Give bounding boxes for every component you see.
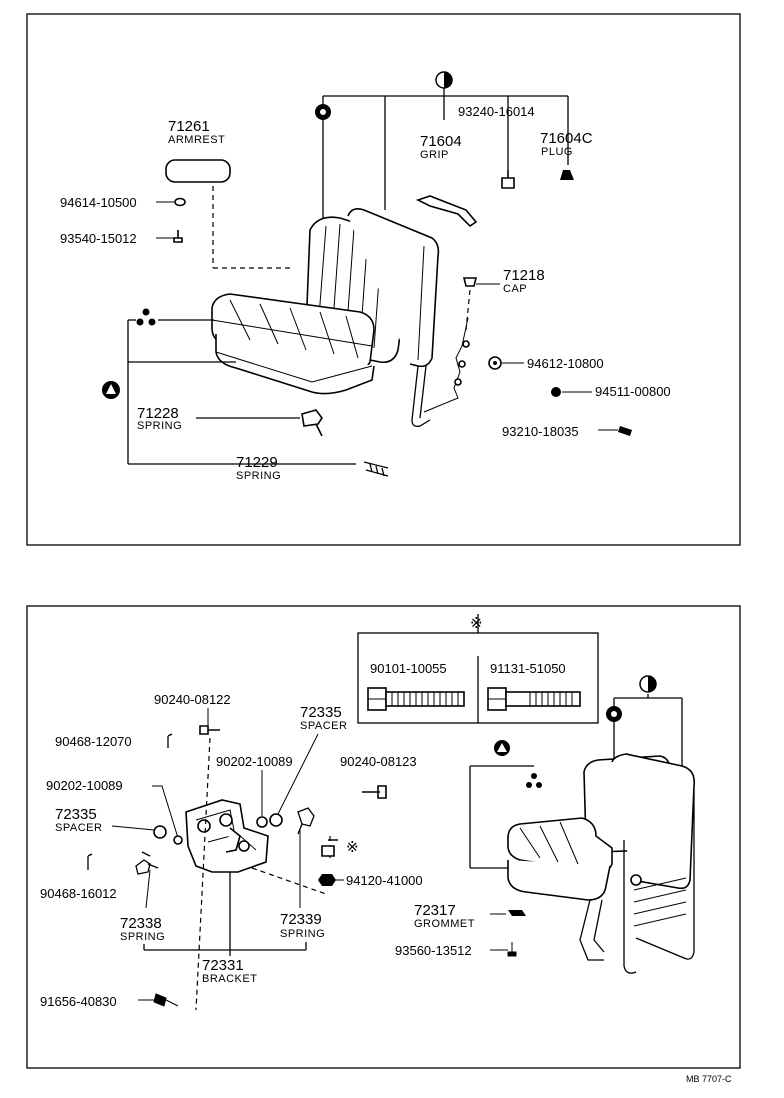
screw-b-part [173, 230, 183, 243]
spring-a-part [301, 409, 323, 437]
table-col2-number: 91131-51050 [490, 661, 566, 676]
nut-b-number: 94511-00800 [595, 384, 671, 399]
cluster-symbol [136, 308, 156, 326]
screw-a-number: 93240-16014 [458, 104, 535, 119]
nut-1-part [318, 874, 336, 886]
pin-2-part [87, 853, 93, 870]
spring-a-label: SPRING [137, 420, 182, 432]
plug-number: 71604C [540, 130, 593, 147]
bench-seat-drawing [211, 208, 470, 428]
bracket-label: BRACKET [202, 973, 257, 985]
bottom-donut-symbol [606, 706, 622, 722]
grommet-label: GROMMET [414, 918, 475, 930]
bolt-3-number: 91656-40830 [40, 994, 117, 1009]
screw-c-number: 93210-18035 [502, 424, 579, 439]
cap-label: CAP [503, 283, 527, 295]
table-col1-number: 90101-10055 [370, 661, 447, 676]
half-circle-symbol [435, 71, 453, 89]
bracket-number: 72331 [202, 957, 244, 974]
spring-b-part [363, 461, 389, 477]
pin-1-part [167, 733, 173, 748]
spacer-left-number: 72335 [55, 806, 97, 823]
bottom-triangle-symbol [494, 740, 510, 756]
bolt-long-part [367, 687, 465, 711]
screw-1-part [507, 942, 517, 957]
spring-b-number: 71229 [236, 454, 278, 471]
bolt-ref-symbol: ※ [346, 839, 359, 856]
screw-a-part [501, 170, 515, 189]
bottom-half-circle-symbol [639, 675, 657, 693]
spacer-left-label: SPACER [55, 822, 102, 834]
spacer-top-number: 72335 [300, 704, 342, 721]
cap-part [462, 277, 478, 287]
spring-a-number: 71228 [137, 405, 179, 422]
spring-1-label: SPRING [120, 931, 165, 943]
plug-part [560, 170, 574, 180]
screw-c-part [618, 426, 632, 436]
bottom-cluster-symbol [526, 773, 542, 788]
washer-1-part [256, 816, 268, 828]
nut-1-number: 94120-41000 [346, 873, 423, 888]
cap-number: 71218 [503, 267, 545, 284]
bracket-leaders [143, 830, 307, 956]
spacer-top-part [269, 813, 283, 827]
bolt-a-number: 94614-10500 [60, 195, 137, 210]
washer-2-number: 90202-10089 [46, 778, 123, 793]
grip-part [415, 195, 478, 228]
jump-seat-drawing [507, 753, 696, 974]
bolt-1-part [199, 725, 220, 735]
nut-b-part [551, 387, 561, 397]
spring-2-part [297, 807, 315, 835]
spring-group-leaders [127, 319, 356, 465]
bolt-table: ※ [357, 614, 599, 724]
spring-1-number: 72338 [120, 915, 162, 932]
bolt-short-part [487, 687, 581, 711]
donut-symbol [315, 104, 331, 120]
top-panel-frame [26, 13, 741, 546]
footer-code: MB 7707-C [686, 1074, 732, 1084]
plug-label: PLUG [541, 146, 573, 158]
bolt-3-part [153, 993, 179, 1007]
spacer-left-part [153, 825, 167, 839]
nut-a-number: 94612-10800 [527, 356, 604, 371]
washer-1-number: 90202-10089 [216, 754, 293, 769]
armrest-part [165, 159, 231, 183]
bolt-1-number: 90240-08122 [154, 692, 231, 707]
spring-2-label: SPRING [280, 928, 325, 940]
bracket-drawing [185, 799, 269, 873]
spring-2-number: 72339 [280, 911, 322, 928]
bolt-a-part [174, 197, 186, 207]
top-leader-lines [322, 88, 569, 220]
bolt-2-part [362, 785, 387, 799]
grommet-part [508, 910, 526, 916]
armrest-number: 71261 [168, 118, 210, 135]
pin-2-number: 90468-16012 [40, 886, 117, 901]
bottom-leader-lines [469, 694, 683, 869]
spacer-top-label: SPACER [300, 720, 347, 732]
bolt-ref-part [321, 839, 338, 857]
table-ref-symbol: ※ [470, 615, 483, 632]
triangle-symbol [102, 381, 120, 399]
washer-2-part [173, 835, 183, 845]
screw-1-number: 93560-13512 [395, 943, 472, 958]
armrest-label: ARMREST [168, 134, 225, 146]
bolt-2-number: 90240-08123 [340, 754, 417, 769]
screw-b-number: 93540-15012 [60, 231, 137, 246]
grommet-number: 72317 [414, 902, 456, 919]
pin-1-number: 90468-12070 [55, 734, 132, 749]
bottom-panel-frame [26, 605, 741, 1069]
grip-number: 71604 [420, 133, 462, 150]
spring-1-part [135, 851, 159, 875]
spring-b-label: SPRING [236, 470, 281, 482]
grip-label: GRIP [420, 149, 449, 161]
